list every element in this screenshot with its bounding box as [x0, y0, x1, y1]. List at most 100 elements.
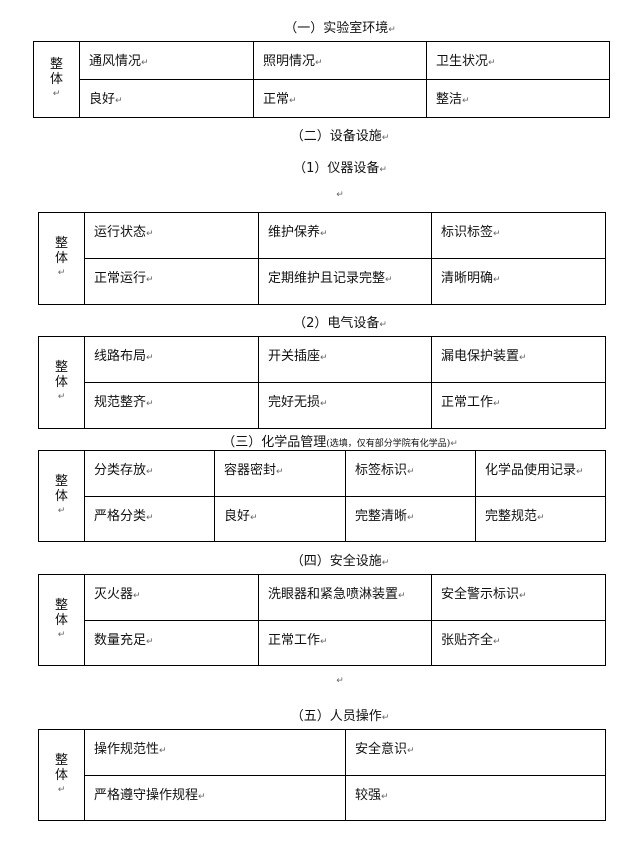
value-cell: 严格遵守操作规程↵ — [84, 775, 346, 821]
cell-text: 容器密封↵ — [224, 451, 345, 478]
cell-label: 正常工作 — [441, 395, 494, 410]
paragraph-mark: ↵ — [57, 505, 66, 516]
value-cell: 定期维护且记录完整↵ — [258, 258, 432, 305]
cell-label: 完整规范 — [485, 509, 538, 524]
cell-text: 规范整齐↵ — [94, 383, 258, 410]
cell-label: 良好 — [89, 92, 116, 107]
header-cell: 开关插座↵ — [258, 336, 432, 383]
header-cell: 容器密封↵ — [214, 450, 346, 497]
paragraph-mark: ↵ — [519, 353, 527, 363]
cell-text: 通风情况↵ — [89, 42, 253, 69]
value-cell: 严格分类↵ — [84, 496, 215, 542]
header-cell: 分类存放↵ — [84, 450, 215, 497]
paragraph-mark: ↵ — [250, 513, 258, 523]
table-row: 严格遵守操作规程↵ 较强↵ — [39, 775, 606, 821]
overall-label: 整体↵ — [38, 729, 85, 821]
paragraph-mark: ↵ — [537, 513, 545, 523]
header-cell: 化学品使用记录↵ — [475, 450, 606, 497]
paragraph-mark: ↵ — [133, 591, 141, 601]
heading-safety: （四）安全设施↵ — [290, 554, 390, 569]
paragraph-mark: ↵ — [141, 58, 149, 68]
overall-char: 整 — [54, 752, 68, 768]
cell-label: 灭火器 — [94, 587, 134, 602]
paragraph-mark: ↵ — [146, 353, 154, 363]
paragraph-mark: ↵ — [493, 399, 501, 409]
paragraph-mark: ↵ — [159, 746, 167, 756]
value-cell: 完好无损↵ — [258, 382, 432, 429]
cell-label: 正常工作 — [268, 633, 321, 648]
header-cell: 灭火器↵ — [84, 574, 259, 621]
paragraph-mark: ↵ — [276, 467, 284, 477]
paragraph-mark: ↵ — [407, 513, 415, 523]
paragraph-mark: ↵ — [576, 467, 584, 477]
cell-text: 完整清晰↵ — [355, 497, 475, 524]
cell-text: 洗眼器和紧急喷淋装置↵ — [268, 575, 431, 602]
header-cell: 标签标识↵ — [345, 450, 476, 497]
cell-text: 良好↵ — [89, 80, 253, 107]
table-instruments: 整体↵运行状态↵维护保养↵标识标签↵正常运行↵定期维护且记录完整↵清晰明确↵ — [38, 212, 606, 305]
value-cell: 整洁↵ — [426, 79, 610, 118]
paragraph-mark: ↵ — [198, 792, 206, 802]
overall-char: 整 — [54, 360, 68, 375]
cell-text: 分类存放↵ — [94, 451, 214, 478]
overall-char: 整 — [49, 57, 63, 72]
table-row: 整体↵分类存放↵容器密封↵标签标识↵化学品使用记录↵ — [38, 450, 606, 542]
table-row: 正常运行↵ 定期维护且记录完整↵ 清晰明确↵ — [39, 258, 606, 305]
cell-text: 定期维护且记录完整↵ — [268, 259, 431, 286]
cell-label: 卫生状况 — [436, 54, 489, 69]
cell-label: 操作规范性 — [94, 742, 160, 757]
cell-text: 操作规范性↵ — [94, 730, 345, 757]
paragraph-mark: ↵ — [146, 275, 154, 285]
overall-char: 体 — [54, 767, 68, 783]
table-safety-facilities: 整体↵灭火器↵洗眼器和紧急喷淋装置↵安全警示标识↵数量充足↵正常工作↵张贴齐全↵ — [38, 574, 606, 666]
cell-label: 正常 — [263, 92, 290, 107]
heading-text: （四）安全设施 — [290, 554, 382, 569]
header-cell: 通风情况↵ — [79, 41, 254, 80]
cell-label: 维护保养 — [268, 225, 321, 240]
heading-text: （三）化学品管理 — [222, 435, 327, 450]
paragraph-mark: ↵ — [146, 513, 154, 523]
cell-label: 漏电保护装置 — [441, 349, 520, 364]
paragraph-mark: ↵ — [493, 229, 501, 239]
cell-label: 线路布局 — [94, 349, 147, 364]
cell-label: 良好 — [224, 509, 251, 524]
table-row: 整体↵灭火器↵洗眼器和紧急喷淋装置↵安全警示标识↵ — [38, 574, 606, 666]
header-cell: 标识标签↵ — [431, 212, 606, 259]
table-electrical: 整体↵线路布局↵开关插座↵漏电保护装置↵规范整齐↵完好无损↵正常工作↵ — [38, 336, 606, 429]
table-row: 整体↵通风情况↵照明情况↵卫生状况↵ — [33, 41, 610, 118]
heading-text: （二）设备设施 — [290, 129, 382, 144]
header-cell: 运行状态↵ — [84, 212, 259, 259]
table-row: 整体↵运行状态↵维护保养↵标识标签↵ — [38, 212, 606, 305]
cell-text: 较强↵ — [355, 776, 605, 803]
cell-label: 严格分类 — [94, 509, 147, 524]
paragraph-mark: ↵ — [493, 637, 501, 647]
cell-text: 严格遵守操作规程↵ — [94, 776, 345, 803]
table-personnel-operation: 整体↵操作规范性↵安全意识↵严格遵守操作规程↵较强↵ — [38, 729, 606, 821]
cell-text: 完好无损↵ — [268, 383, 431, 410]
cell-label: 规范整齐 — [94, 395, 147, 410]
value-cell: 正常运行↵ — [84, 258, 259, 305]
cell-label: 张贴齐全 — [441, 633, 494, 648]
heading-personnel: （五）人员操作↵ — [290, 709, 390, 724]
cell-text: 完整规范↵ — [485, 497, 605, 524]
table-chemicals: 整体↵分类存放↵容器密封↵标签标识↵化学品使用记录↵严格分类↵良好↵完整清晰↵完… — [38, 450, 606, 542]
cell-text: 安全意识↵ — [355, 730, 605, 757]
cell-text: 卫生状况↵ — [436, 42, 609, 69]
cell-label: 安全意识 — [355, 742, 408, 757]
cell-text: 良好↵ — [224, 497, 345, 524]
header-cell: 洗眼器和紧急喷淋装置↵ — [258, 574, 432, 621]
cell-label: 安全警示标识 — [441, 587, 520, 602]
value-cell: 完整规范↵ — [475, 496, 606, 542]
cell-label: 标识标签 — [441, 225, 494, 240]
heading-equipment: （二）设备设施↵ — [290, 129, 390, 144]
value-cell: 数量充足↵ — [84, 620, 259, 666]
cell-label: 通风情况 — [89, 54, 142, 69]
cell-label: 严格遵守操作规程 — [94, 788, 199, 803]
paragraph-mark: ↵ — [146, 467, 154, 477]
cell-label: 化学品使用记录 — [485, 463, 577, 478]
cell-text: 维护保养↵ — [268, 213, 431, 240]
paragraph-mark: ↵ — [488, 58, 496, 68]
cell-text: 清晰明确↵ — [441, 259, 605, 286]
cell-text: 照明情况↵ — [263, 42, 426, 69]
cell-label: 正常运行 — [94, 271, 147, 286]
